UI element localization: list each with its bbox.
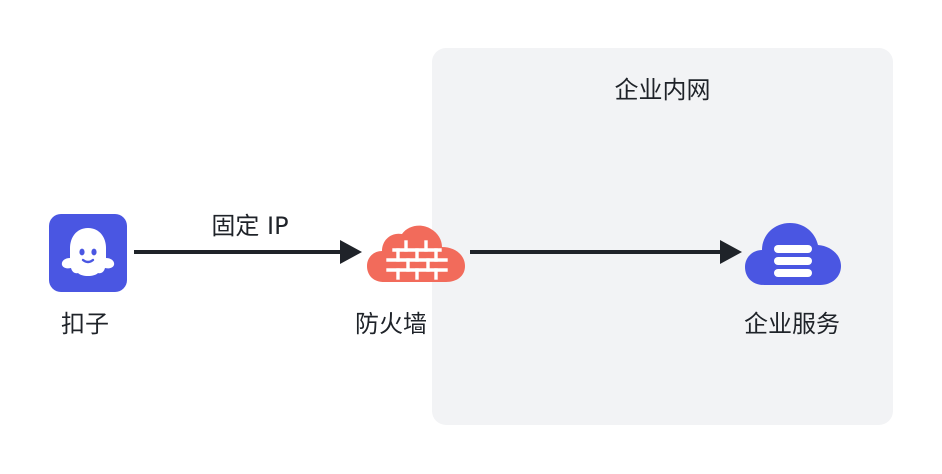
intranet-zone-title: 企业内网 xyxy=(614,76,711,104)
ghost-app-icon xyxy=(49,214,127,292)
cloud-server-icon xyxy=(744,215,842,287)
arrowhead-icon xyxy=(340,240,362,264)
firewall-cloud-icon xyxy=(366,220,466,284)
node-label-firewall: 防火墙 xyxy=(355,310,427,338)
edge-label-fixed-ip: 固定 IP xyxy=(211,212,289,240)
edge-firewall-to-service xyxy=(470,240,742,264)
intranet-zone xyxy=(432,48,893,425)
arrowhead-icon xyxy=(720,240,742,264)
node-label-app: 扣子 xyxy=(61,310,109,338)
edge-app-to-firewall xyxy=(134,240,362,264)
node-label-service: 企业服务 xyxy=(744,310,840,338)
